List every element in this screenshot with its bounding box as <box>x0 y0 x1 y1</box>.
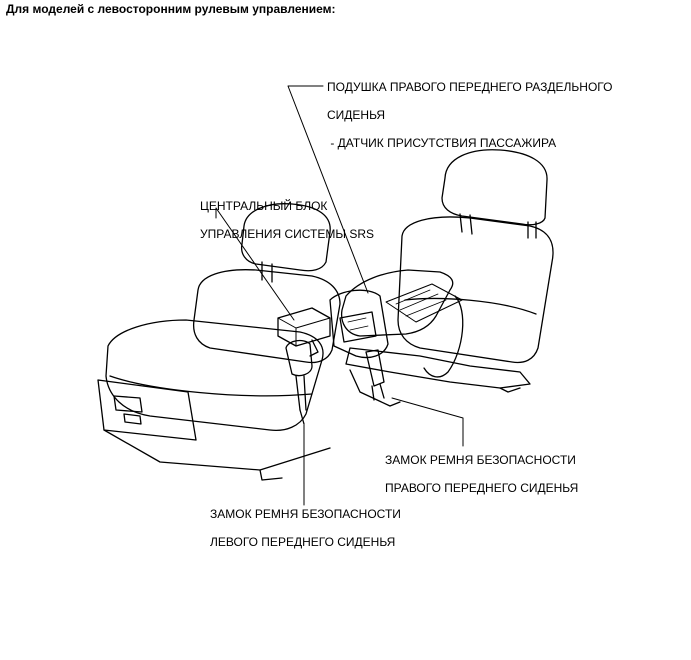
label-left-buckle: ЗАМОК РЕМНЯ БЕЗОПАСНОСТИ ЛЕВОГО ПЕРЕДНЕГ… <box>210 507 401 549</box>
left-seatback <box>192 269 341 364</box>
label-right-buckle: ЗАМОК РЕМНЯ БЕЗОПАСНОСТИ ПРАВОГО ПЕРЕДНЕ… <box>385 453 579 495</box>
right-seatback <box>397 216 554 364</box>
right-seat <box>340 149 554 407</box>
right-seat-rails <box>345 347 531 389</box>
left-seat <box>97 203 341 481</box>
left-headrest <box>240 203 331 272</box>
center-console <box>329 289 389 401</box>
leader-lines <box>215 85 464 506</box>
label-srs-unit: ЦЕНТРАЛЬНЫЙ БЛОК УПРАВЛЕНИЯ СИСТЕМЫ SRS <box>200 199 375 241</box>
occupant-sensor-mat <box>385 283 463 323</box>
page-heading: Для моделей с левосторонним рулевым упра… <box>6 2 336 16</box>
label-passenger-cushion: ПОДУШКА ПРАВОГО ПЕРЕДНЕГО РАЗДЕЛЬНОГО СИ… <box>327 80 613 150</box>
power-seat-switch <box>113 395 143 413</box>
right-headrest <box>441 149 548 226</box>
left-cushion <box>105 319 324 432</box>
left-seat-side-trim <box>97 379 197 441</box>
left-seat-buckle <box>285 339 313 377</box>
right-seat-buckle <box>365 349 385 387</box>
srs-central-unit <box>277 307 331 347</box>
right-cushion <box>340 269 454 337</box>
